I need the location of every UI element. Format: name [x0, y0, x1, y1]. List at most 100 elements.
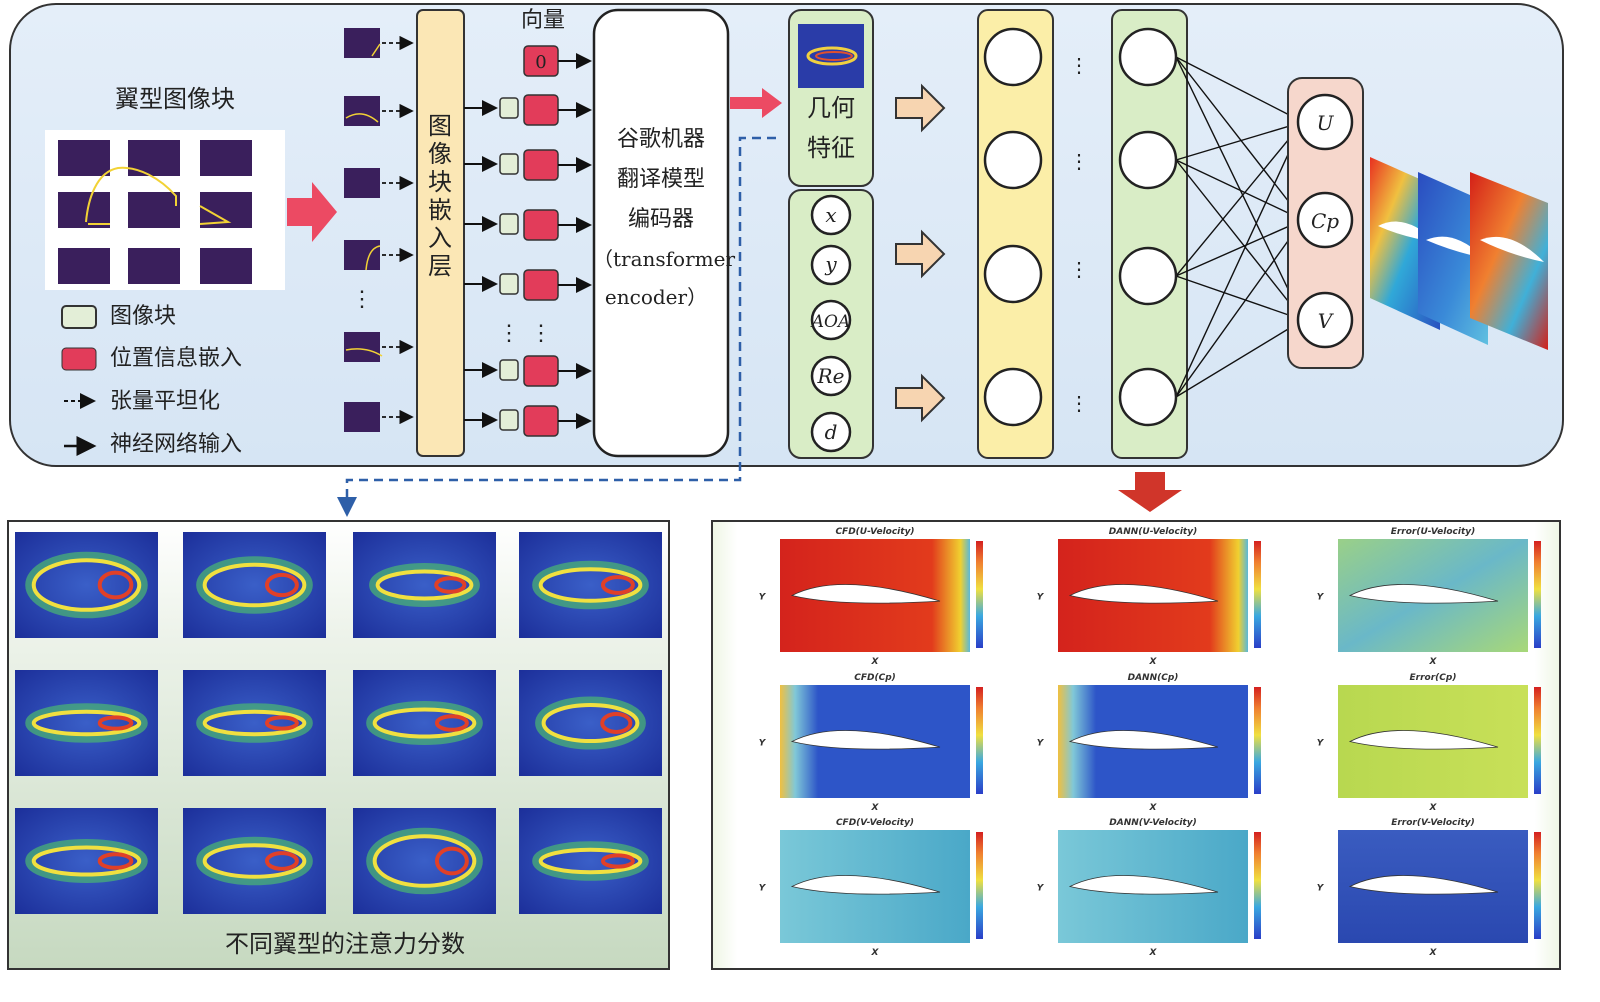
result-plot: Error(V-Velocity) X Y [1317, 818, 1541, 958]
tan-arrow-icon [895, 229, 946, 279]
encoder-label: 谷歌机器 翻译模型 编码器 （transformer encoder） [593, 127, 735, 309]
svg-text:AOA: AOA [810, 312, 851, 332]
tan-arrow-icon [895, 83, 946, 133]
input-parameters: x y AOA Re d [810, 194, 852, 453]
result-plot-title: DANN(V-Velocity) [1109, 818, 1196, 828]
output-v: V [1318, 309, 1335, 333]
down-arrow-icon [1118, 472, 1182, 512]
result-plot: DANN(Cp) X Y [1037, 673, 1261, 813]
x-axis-label: X [1149, 803, 1158, 813]
result-plot: DANN(V-Velocity) X Y [1037, 818, 1261, 958]
geometry-feature-line1: 几何 [807, 94, 855, 122]
svg-text:Re: Re [817, 364, 845, 388]
y-axis-label: Y [759, 593, 767, 603]
legend-position-label: 位置信息嵌入 [110, 346, 242, 371]
attention-map [353, 670, 496, 776]
svg-text:编码器: 编码器 [628, 207, 694, 232]
y-axis-label: Y [1317, 593, 1325, 603]
tan-arrows [895, 83, 946, 423]
x-axis-label: X [1429, 657, 1438, 667]
result-plot-title: DANN(U-Velocity) [1109, 527, 1197, 537]
svg-text:⋮: ⋮ [530, 321, 552, 346]
svg-text:像: 像 [428, 140, 452, 168]
output-u: U [1317, 111, 1335, 135]
svg-text:⋮: ⋮ [1069, 257, 1089, 281]
result-plot-title: DANN(Cp) [1128, 673, 1179, 683]
svg-text:d: d [825, 420, 838, 444]
legend-input-label: 神经网络输入 [110, 432, 242, 457]
input-node-y [810, 244, 852, 286]
patch-embedding-layer [416, 9, 465, 457]
y-axis-label: Y [759, 739, 767, 749]
output-cp: Cp [1311, 209, 1339, 233]
svg-text:⋮: ⋮ [1069, 149, 1089, 173]
svg-text:图: 图 [428, 112, 452, 140]
y-axis-label: Y [1037, 739, 1045, 749]
hidden-layer-1 [977, 9, 1054, 459]
attention-map [15, 532, 158, 638]
result-plot-title: Error(V-Velocity) [1391, 818, 1475, 828]
hidden-layer-1-nodes [983, 27, 1043, 427]
legend-patch-label: 图像块 [110, 304, 176, 329]
y-axis-label: Y [1317, 739, 1325, 749]
position-legend-swatch [61, 347, 97, 371]
flow-field-output [1370, 157, 1548, 350]
legend: 图像块 位置信息嵌入 张量平坦化 神经网络输入 [61, 304, 242, 457]
attention-map [353, 808, 496, 914]
result-plot: DANN(U-Velocity)XY [1037, 527, 1261, 667]
attention-map [183, 808, 326, 914]
encoder-output-arrow-icon [730, 88, 782, 118]
svg-text:谷歌机器: 谷歌机器 [617, 127, 705, 152]
result-plot: Error(U-Velocity)XY [1317, 527, 1541, 667]
y-axis-label: Y [759, 884, 767, 894]
input-node-x [810, 194, 852, 236]
svg-text:层: 层 [428, 252, 452, 280]
result-plot-title: CFD(U-Velocity) [835, 527, 914, 537]
geometry-feature-line2: 特征 [807, 134, 855, 162]
flatten-arrows [382, 35, 414, 425]
result-plot-title: CFD(V-Velocity) [836, 818, 914, 828]
attention-map [15, 670, 158, 776]
x-axis-label: X [1149, 948, 1158, 958]
attention-map-grid [15, 532, 662, 914]
prediction-comparison-grid: CFD(U-Velocity)XYDANN(U-Velocity)XYError… [759, 527, 1541, 958]
result-plot: CFD(V-Velocity) X Y [759, 818, 983, 958]
airfoil-patch-grid [45, 130, 285, 290]
x-axis-label: X [1149, 657, 1158, 667]
layer-ellipsis: ⋮ ⋮ ⋮ ⋮ [1069, 53, 1089, 415]
svg-text:块: 块 [428, 168, 452, 196]
input-node-re [810, 355, 852, 397]
result-plot: CFD(U-Velocity) X Y [759, 527, 983, 667]
red-arrow-icon [287, 182, 337, 242]
y-axis-label: Y [1317, 884, 1325, 894]
x-axis-label: X [1429, 803, 1438, 813]
patch-column: ⋮ [344, 28, 383, 432]
vector-label: 向量 [521, 8, 565, 33]
input-node-d [810, 411, 852, 453]
svg-text:入: 入 [428, 224, 452, 252]
attention-map [519, 532, 662, 638]
legend-flatten-label: 张量平坦化 [110, 389, 220, 414]
result-plot-title: CFD(Cp) [854, 673, 896, 683]
patch-legend-swatch [61, 305, 97, 329]
token-rows: ⋮ ⋮ [464, 94, 592, 437]
hidden-layer-2-nodes [1118, 27, 1178, 427]
y-axis-label: Y [1037, 884, 1045, 894]
patch-ellipsis: ⋮ [351, 287, 373, 312]
tan-arrow-icon [895, 373, 946, 423]
svg-text:嵌: 嵌 [428, 196, 452, 224]
x-axis-label: X [871, 948, 880, 958]
svg-text:⋮: ⋮ [1069, 53, 1089, 77]
svg-text:⋮: ⋮ [498, 321, 520, 346]
result-plot: CFD(Cp)XY [759, 673, 983, 813]
svg-text:y: y [824, 252, 837, 276]
class-token-label: 0 [535, 52, 546, 73]
output-nodes: U Cp V [1296, 93, 1354, 349]
x-axis-label: X [1429, 948, 1438, 958]
attention-caption: 不同翼型的注意力分数 [225, 930, 465, 958]
x-axis-label: X [871, 657, 880, 667]
attention-connector [337, 136, 776, 517]
svg-text:x: x [825, 203, 836, 227]
attention-map [519, 670, 662, 776]
